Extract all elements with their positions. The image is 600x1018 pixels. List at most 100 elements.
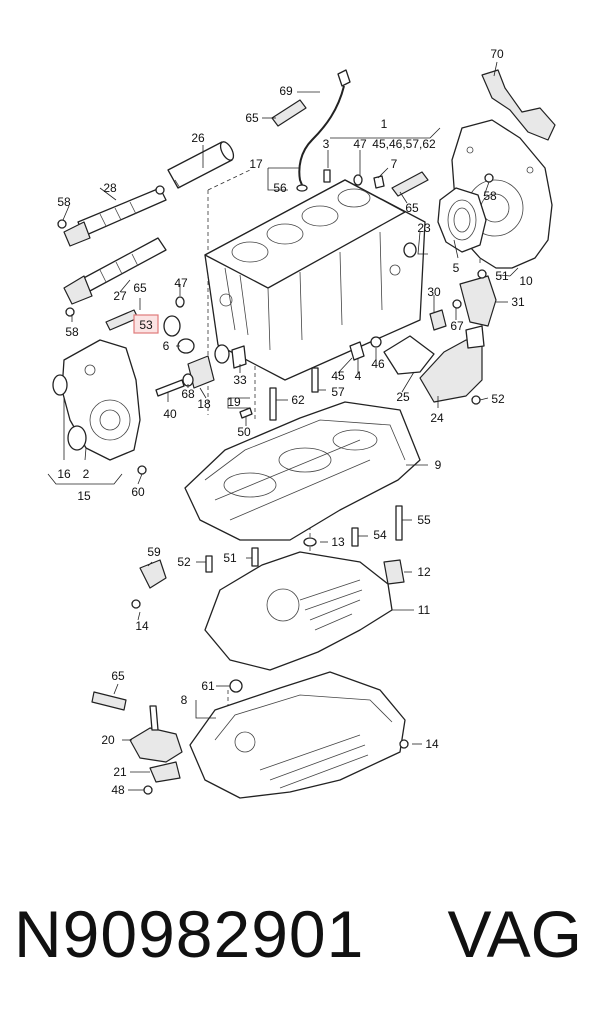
label-17: 17 [249, 157, 263, 171]
label-14: 14 [135, 619, 149, 633]
highlight-box-53 [133, 314, 159, 334]
label-55: 55 [417, 513, 431, 527]
part-8-oil-pan [189, 671, 406, 799]
part-4-fitting [349, 341, 365, 361]
label-10: 10 [519, 274, 533, 288]
label-12: 12 [417, 565, 431, 579]
part-14-bolt [131, 599, 409, 749]
leader-lines [47, 61, 519, 791]
part-54-bolt [351, 527, 359, 547]
part-67-bolt [452, 299, 462, 309]
label-65: 65 [405, 201, 419, 215]
part-59-sensor [139, 559, 167, 589]
label-51: 51 [495, 269, 509, 283]
label-47: 47 [174, 276, 188, 290]
label-45-group: 45,46,57,62 [372, 137, 436, 151]
label-70: 70 [490, 47, 504, 61]
label-40: 40 [163, 407, 177, 421]
label-14: 14 [425, 737, 439, 751]
label-16: 16 [57, 467, 71, 481]
label-30: 30 [427, 285, 441, 299]
label-45: 45 [331, 369, 345, 383]
part-47-plug [175, 174, 363, 308]
part-65-sealant-tube-bottom [91, 691, 127, 711]
part-18-gear [187, 344, 230, 389]
part-65-sealant-tube-right [391, 171, 429, 197]
label-62: 62 [291, 393, 305, 407]
label-9: 9 [435, 458, 442, 472]
label-28: 28 [103, 181, 117, 195]
label-46: 46 [371, 357, 385, 371]
part-70-cover-segment [481, 69, 556, 141]
part-6-ring [177, 338, 195, 354]
label-48: 48 [111, 783, 125, 797]
label-31: 31 [511, 295, 525, 309]
part-23-ring [403, 242, 417, 258]
part-48-bolt [143, 785, 153, 795]
part-27-shaft-lower [63, 237, 167, 305]
label-21: 21 [113, 765, 127, 779]
label-2: 2 [83, 467, 90, 481]
label-27: 27 [113, 289, 127, 303]
engine-block [204, 179, 426, 381]
label-52: 52 [491, 392, 505, 406]
part-46-plug [370, 336, 382, 348]
part-69-dipstick-tube [298, 69, 351, 186]
part-7-plug [373, 175, 385, 189]
part-40-bolt [155, 379, 185, 397]
part-61-plug [229, 679, 243, 693]
part-number: N90982901 [14, 897, 365, 971]
label-60: 60 [131, 485, 145, 499]
label-56: 56 [273, 181, 287, 195]
part-3-plug [323, 169, 331, 183]
label-25: 25 [396, 390, 410, 404]
callout-labels: 70 69 65 1 26 3 47 45,46,57,62 17 7 56 2… [57, 47, 533, 797]
brand-name: VAG [447, 897, 582, 971]
exploded-parts-diagram: 70 69 65 1 26 3 47 45,46,57,62 17 7 56 2… [47, 47, 556, 799]
part-65-sealant-tube-left [105, 309, 139, 331]
label-51: 51 [223, 551, 237, 565]
label-65: 65 [245, 111, 259, 125]
part-26-balance-shaft [167, 141, 235, 189]
label-6: 6 [163, 339, 170, 353]
label-69: 69 [279, 84, 293, 98]
label-52: 52 [177, 555, 191, 569]
part-65-sealant-tube-top [271, 99, 307, 127]
part-60-bolt [137, 465, 147, 475]
part-33-bushing [231, 345, 247, 369]
label-19: 19 [227, 395, 241, 409]
label-3: 3 [323, 137, 330, 151]
part-55-bolt [395, 505, 403, 541]
label-1: 1 [381, 117, 388, 131]
label-23: 23 [417, 221, 431, 235]
label-59: 59 [147, 545, 161, 559]
part-30-pulley [429, 309, 447, 331]
label-20: 20 [101, 733, 115, 747]
label-53: 53 [139, 318, 153, 332]
part-56-seal [296, 184, 308, 192]
part-31-bracket [459, 275, 497, 327]
label-33: 33 [233, 373, 247, 387]
part-25-gasket [383, 335, 435, 375]
label-58: 58 [65, 325, 79, 339]
part-53-seal [163, 315, 181, 337]
label-58: 58 [57, 195, 71, 209]
label-57: 57 [331, 385, 345, 399]
label-11: 11 [418, 603, 431, 617]
part-57-bolt [311, 367, 319, 393]
label-67: 67 [450, 319, 464, 333]
label-18: 18 [197, 397, 211, 411]
part-62-bolt [269, 387, 277, 421]
label-47: 47 [353, 137, 367, 151]
part-52-bolt [205, 395, 481, 573]
part-24-housing [419, 325, 485, 403]
label-58: 58 [483, 189, 497, 203]
label-50: 50 [237, 425, 251, 439]
label-26: 26 [191, 131, 205, 145]
part-20-oil-pump [129, 705, 183, 763]
part-12-filter [383, 559, 405, 585]
label-24: 24 [430, 411, 444, 425]
part-9-bedplate [184, 401, 421, 541]
label-65: 65 [111, 669, 125, 683]
part-15-seal-ring [67, 425, 87, 451]
